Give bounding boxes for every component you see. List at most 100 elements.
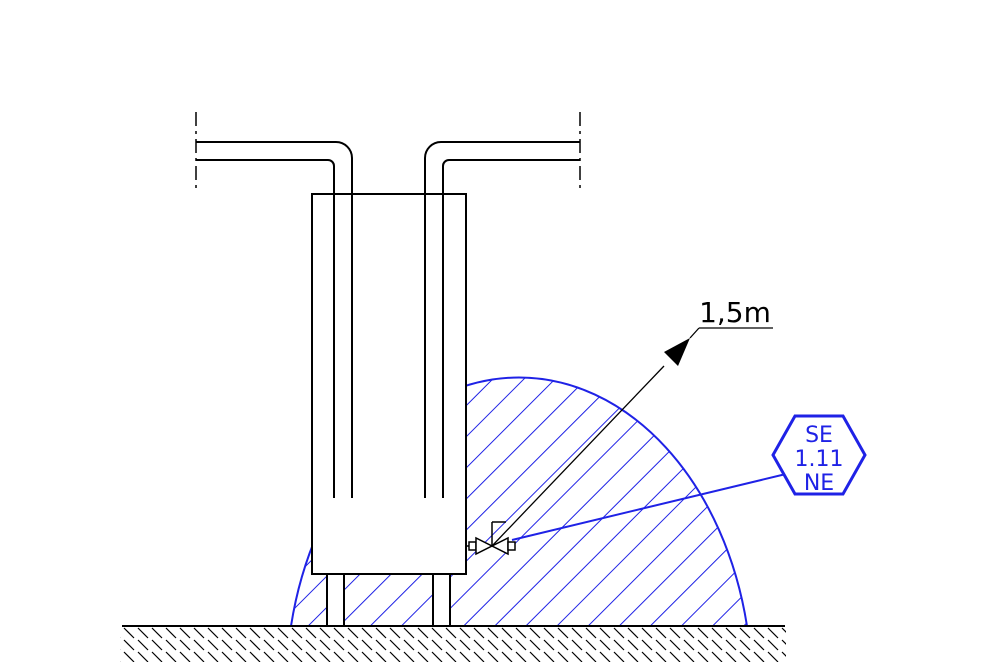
- ground-hatch-stroke: [431, 651, 443, 662]
- ground-hatch-stroke: [123, 651, 135, 662]
- ground-hatch-stroke: [347, 651, 359, 662]
- ground-hatch-stroke: [417, 627, 429, 639]
- ground-hatch-stroke: [501, 651, 513, 662]
- ground-hatch-stroke: [683, 627, 695, 639]
- ground-hatch-stroke: [515, 627, 527, 639]
- ground-hatch-stroke: [781, 651, 786, 657]
- ground-hatch-stroke: [683, 651, 695, 662]
- ground-hatch-stroke: [613, 627, 625, 639]
- ground-hatch-stroke: [431, 627, 443, 639]
- ground-hatch-stroke: [361, 651, 373, 662]
- ground-hatch-stroke: [333, 651, 345, 662]
- ground-hatch-stroke: [137, 639, 149, 651]
- ground-hatch-stroke: [725, 651, 737, 662]
- ground-hatch-stroke: [725, 627, 737, 639]
- ground-hatch-stroke: [333, 627, 345, 639]
- ground-hatch-stroke: [599, 651, 611, 662]
- ground-hatch-stroke: [473, 639, 485, 651]
- ground-hatch-stroke: [319, 627, 331, 639]
- ground-hatch-stroke: [123, 639, 135, 651]
- ground-hatch-stroke: [487, 651, 499, 662]
- ground-hatch-stroke: [389, 639, 401, 651]
- ground-hatch-stroke: [221, 627, 233, 639]
- dimension-shoulder: [689, 327, 700, 339]
- ground-hatch-stroke: [403, 639, 415, 651]
- ground-hatch-stroke: [627, 651, 639, 662]
- tank-leg-right: [432, 573, 451, 627]
- ground-hatch-stroke: [305, 627, 317, 639]
- ground-hatch-stroke: [641, 639, 653, 651]
- ground-hatch-stroke: [753, 651, 765, 662]
- zone-tag: SE 1.11 NE: [511, 414, 867, 541]
- tank-leg-left: [326, 573, 345, 627]
- ground-hatch-stroke: [291, 651, 303, 662]
- ground-hatch-stroke: [417, 651, 429, 662]
- ground-hatch-stroke: [585, 651, 597, 662]
- zone-tag-leader: [511, 473, 787, 541]
- ground-hatch-stroke: [796, 640, 806, 650]
- ground-hatch-stroke: [151, 651, 163, 662]
- ground-hatch-stroke: [711, 651, 723, 662]
- ground-hatch-stroke: [291, 639, 303, 651]
- ground-hatch-stroke: [543, 639, 555, 651]
- ground-hatch-stroke: [277, 627, 289, 639]
- ground-hatch-stroke: [263, 639, 275, 651]
- ground-hatch-stroke: [781, 639, 786, 645]
- ground-hatch-stroke: [669, 639, 681, 651]
- ground-hatch-stroke: [627, 627, 639, 639]
- ground-hatch-stroke: [767, 651, 779, 662]
- ground-hatch-stroke: [207, 639, 219, 651]
- ground-hatch-stroke: [207, 651, 219, 662]
- ground-hatch-stroke: [739, 627, 751, 639]
- ground-hatch-stroke: [235, 627, 247, 639]
- ground-hatch-stroke: [613, 651, 625, 662]
- ground-hatch-stroke: [711, 627, 723, 639]
- ground-hatch-stroke: [753, 627, 765, 639]
- ground-hatch-stroke: [179, 639, 191, 651]
- ground: [120, 625, 806, 662]
- ground-hatch-stroke: [753, 639, 765, 651]
- ground-hatch-stroke: [599, 639, 611, 651]
- ground-hatch-stroke: [263, 627, 275, 639]
- ground-hatch-stroke: [120, 649, 121, 650]
- ground-hatch-stroke: [557, 651, 569, 662]
- pipe-left: [196, 141, 353, 498]
- ground-hatch-stroke: [375, 627, 387, 639]
- ground-hatch-stroke: [333, 639, 345, 651]
- ground-hatch-stroke: [515, 651, 527, 662]
- ground-hatch-stroke: [403, 651, 415, 662]
- ground-hatch-stroke: [249, 627, 261, 639]
- ground-hatch-stroke: [193, 627, 205, 639]
- tank-body: [311, 193, 467, 575]
- ground-hatch-stroke: [179, 651, 191, 662]
- ground-hatch-stroke: [796, 652, 806, 662]
- ground-hatch-stroke: [207, 627, 219, 639]
- ground-hatch-stroke: [683, 639, 695, 651]
- ground-hatch-stroke: [767, 627, 779, 639]
- ground-hatch-stroke: [501, 639, 513, 651]
- ground-hatch-stroke: [585, 627, 597, 639]
- ground-hatch-stroke: [669, 651, 681, 662]
- pipe-right: [424, 141, 580, 498]
- zone-tag-line1: SE: [805, 423, 833, 448]
- ground-hatch-stroke: [725, 639, 737, 651]
- ground-hatch-stroke: [459, 627, 471, 639]
- ground-hatch-stroke: [375, 639, 387, 651]
- ground-hatch-stroke: [487, 627, 499, 639]
- ground-hatch-stroke: [529, 651, 541, 662]
- ground-hatch-stroke: [165, 651, 177, 662]
- ground-hatch-stroke: [417, 639, 429, 651]
- ground-hatch-stroke: [249, 639, 261, 651]
- zone-tag-line2: 1.11: [795, 447, 844, 472]
- ground-hatch-stroke: [739, 639, 751, 651]
- ground-hatch-stroke: [655, 651, 667, 662]
- ground-hatch-stroke: [347, 639, 359, 651]
- ground-hatch-stroke: [389, 651, 401, 662]
- ground-hatch-stroke: [796, 628, 806, 638]
- ground-hatch-stroke: [445, 651, 457, 662]
- ground-hatch-stroke: [445, 639, 457, 651]
- ground-hatch-stroke: [277, 639, 289, 651]
- tank: [311, 193, 467, 627]
